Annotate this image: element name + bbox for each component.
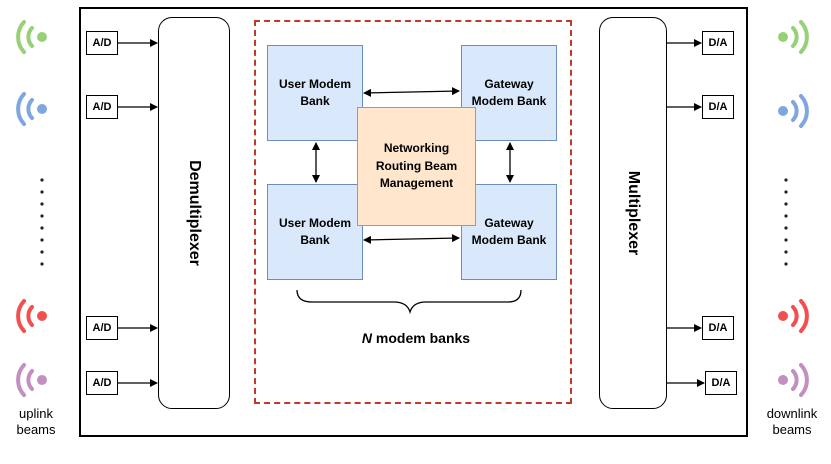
bank-label-line: Bank (300, 94, 330, 108)
uplink-beams-label: uplink beams (4, 406, 68, 437)
downlink-label-line: beams (772, 421, 812, 437)
downlink-ellipsis (784, 178, 788, 266)
bank-link-arrow (363, 87, 460, 97)
da-converter: D/A (702, 31, 734, 55)
modem-banks-caption: N modem banks (316, 330, 516, 346)
uplink-ellipsis (40, 178, 44, 266)
modem-banks-brace (296, 289, 522, 315)
bank-label-line: Gateway (484, 216, 534, 231)
bank-label-line: User Modem (278, 216, 352, 231)
system-frame (79, 7, 748, 437)
multiplexer-block: Multiplexer (599, 17, 667, 409)
ad-converter: A/D (86, 95, 118, 119)
downlink-beams-label: downlink beams (756, 406, 828, 437)
uplink-label-line: beams (16, 421, 56, 437)
core-label-line: Networking (383, 141, 450, 156)
bank-label-line: Modem Bank (471, 233, 547, 247)
core-label-line: Management (379, 176, 454, 191)
bank-label-line: Bank (300, 233, 330, 247)
da-converter: D/A (702, 316, 734, 340)
ad-converter: A/D (86, 316, 118, 340)
da-converter: D/A (705, 371, 737, 395)
downlink-label-line: downlink (766, 406, 818, 421)
bank-label-line: Gateway (484, 77, 534, 92)
uplink-label-line: uplink (19, 406, 53, 421)
demultiplexer-block: Demultiplexer (158, 17, 230, 409)
wifi-signal-purple-icon (778, 363, 809, 397)
wifi-signal-red-icon (778, 299, 809, 333)
da-converter: D/A (702, 95, 734, 119)
wifi-signal-red-icon (16, 299, 47, 333)
ad-converter: A/D (86, 371, 118, 395)
wifi-signal-blue-icon (16, 92, 47, 126)
wifi-signal-green-icon (16, 20, 47, 54)
modem-banks-region (254, 20, 572, 404)
core-label-line: Routing Beam (375, 158, 458, 173)
bank-link-arrow (363, 234, 460, 244)
ad-converter: A/D (86, 31, 118, 55)
wifi-signal-blue-icon (778, 94, 809, 128)
bank-label-line: User Modem (278, 77, 352, 92)
caption-text: modem banks (372, 330, 471, 346)
wifi-signal-purple-icon (16, 363, 47, 397)
wifi-signal-green-icon (778, 20, 809, 54)
caption-n: N (361, 330, 373, 346)
bank-label-line: Modem Bank (471, 94, 547, 108)
